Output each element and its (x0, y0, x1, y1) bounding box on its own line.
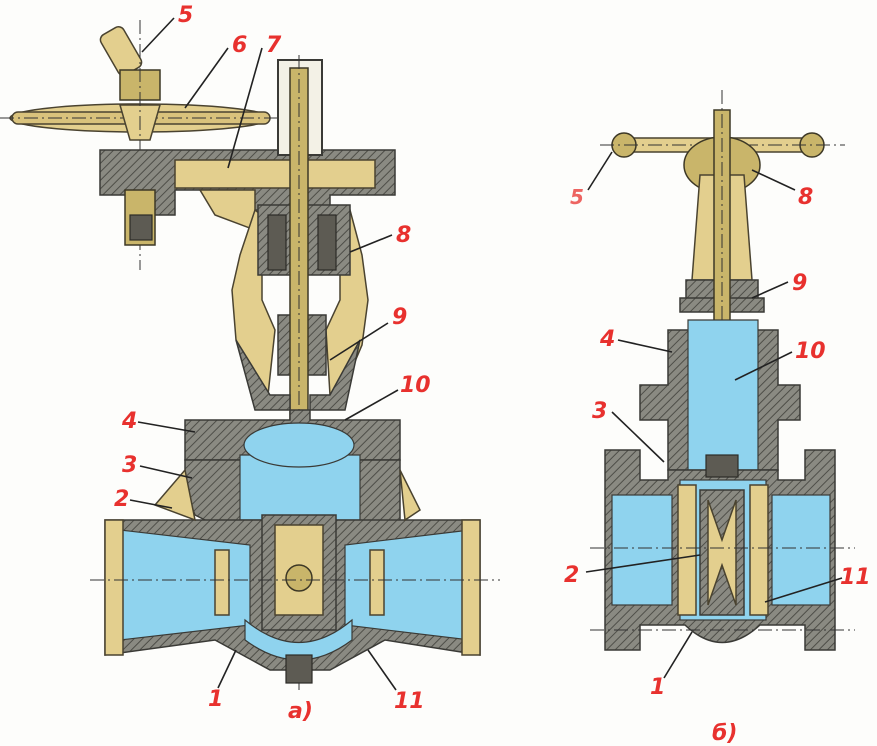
label-5-a: 5 (178, 3, 193, 28)
label-11-b: 11 (840, 565, 871, 590)
label-11-a: 11 (394, 689, 425, 714)
label-4-a: 4 (121, 409, 137, 434)
labels-a: 5 6 7 8 9 10 4 3 2 1 11 а) (114, 3, 431, 724)
labels-b: 5 8 9 4 10 3 2 11 1 б) (564, 185, 871, 746)
figure-b: 5 8 9 4 10 3 2 11 1 б) (564, 90, 871, 746)
figure-a: 5 6 7 8 9 10 4 3 2 1 11 а) (0, 3, 500, 724)
label-10-b: 10 (795, 339, 826, 364)
label-10-a: 10 (400, 373, 431, 398)
caption-b: б) (712, 721, 737, 746)
label-9-b: 9 (792, 271, 807, 296)
label-5-b: 5 (570, 185, 584, 209)
label-7-a: 7 (266, 33, 282, 58)
handwheel-a (0, 103, 290, 141)
valve-body-b (590, 449, 855, 651)
label-2-a: 2 (114, 487, 129, 512)
label-2-b: 2 (564, 563, 579, 588)
label-8-a: 8 (396, 223, 411, 248)
label-3-a: 3 (122, 453, 137, 478)
label-8-b: 8 (798, 185, 813, 210)
label-4-b: 4 (599, 327, 615, 352)
valve-body-a (90, 339, 500, 684)
leaders-b (585, 151, 843, 679)
handle-a (99, 20, 161, 270)
leaders-a (129, 17, 399, 691)
label-9-a: 9 (392, 305, 407, 330)
label-1-b: 1 (650, 675, 665, 700)
bonnet-b (639, 319, 801, 471)
stem-a (277, 55, 323, 690)
gear-housing-a (99, 149, 396, 246)
label-3-b: 3 (592, 399, 607, 424)
label-6-a: 6 (232, 33, 247, 58)
caption-a: а) (288, 699, 313, 724)
label-1-a: 1 (208, 687, 223, 712)
